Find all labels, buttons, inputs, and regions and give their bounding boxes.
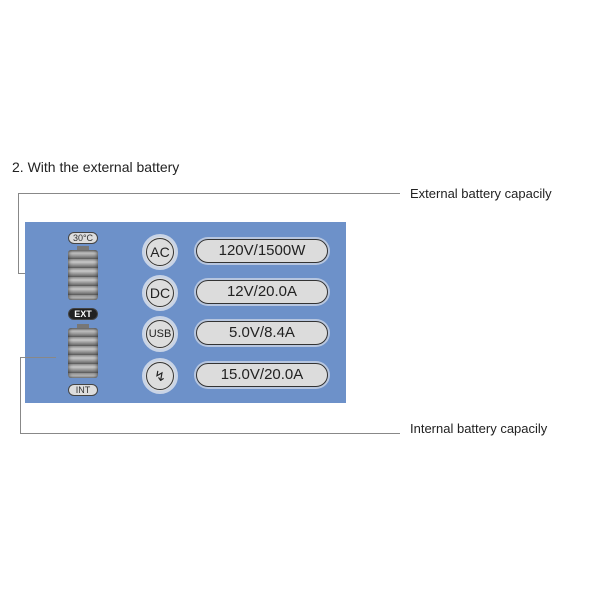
pd-output-value: 15.0V/20.0A [196, 363, 328, 387]
external-leader-line [18, 193, 400, 194]
internal-leader-line [20, 433, 400, 434]
temperature-badge: 30°C [68, 232, 98, 244]
internal-leader-line-vertical [20, 357, 21, 434]
external-leader-line-vertical [18, 193, 19, 274]
internal-battery-callout: Internal battery capacily [410, 421, 548, 436]
lightning-icon: ↯ [142, 358, 178, 394]
ext-badge: EXT [68, 308, 98, 320]
int-badge: INT [68, 384, 98, 396]
section-title: 2. With the external battery [12, 159, 180, 175]
dc-output-value: 12V/20.0A [196, 280, 328, 304]
usb-output-value: 5.0V/8.4A [196, 321, 328, 345]
ac-icon: AC [142, 234, 178, 270]
external-battery-icon [68, 246, 98, 300]
usb-icon: USB [142, 316, 178, 352]
internal-battery-icon [68, 324, 98, 378]
ac-output-value: 120V/1500W [196, 239, 328, 263]
external-battery-callout: External battery capacily [410, 186, 552, 201]
internal-leader-line-end [20, 357, 56, 358]
dc-icon: DC [142, 275, 178, 311]
